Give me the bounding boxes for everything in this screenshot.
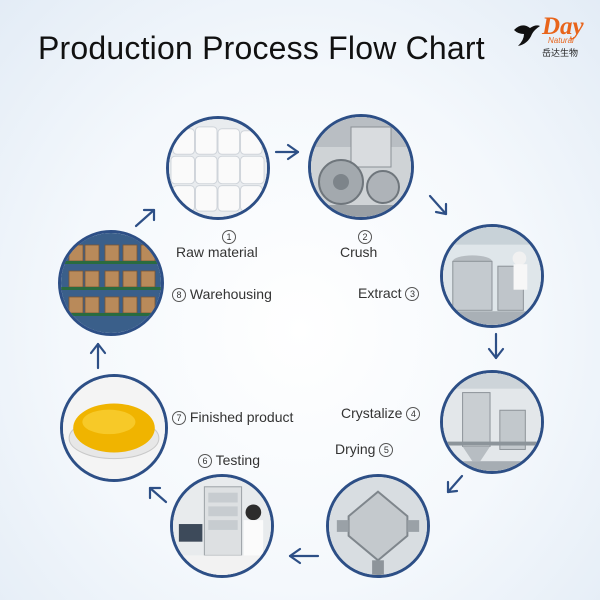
logo-subtitle: Natural bbox=[548, 36, 574, 45]
bird-icon bbox=[514, 25, 540, 46]
step-2-text: Crush bbox=[340, 244, 378, 261]
step-5-number: 5 bbox=[379, 443, 394, 458]
logo-wordmark: Day bbox=[542, 13, 584, 40]
step-1-number: 1 bbox=[222, 230, 236, 245]
step-2-number: 2 bbox=[358, 230, 372, 245]
step-5-text: Drying bbox=[335, 441, 376, 457]
arrow-7-to-8 bbox=[89, 342, 107, 370]
step-2-image bbox=[308, 114, 414, 220]
step-5-image bbox=[326, 474, 430, 578]
step-8-image bbox=[58, 230, 164, 336]
arrow-4-to-5 bbox=[446, 474, 464, 494]
step-1-image bbox=[166, 116, 270, 220]
step-7-text: Finished product bbox=[189, 409, 294, 425]
step-3-text: Extract bbox=[358, 285, 402, 301]
step-7-image bbox=[60, 374, 168, 482]
brand-logo: Day Natural 岳达生物 bbox=[512, 13, 588, 62]
step-6-label: 6 Testing bbox=[198, 452, 260, 469]
step-7-number: 7 bbox=[172, 411, 186, 426]
arrow-5-to-6 bbox=[288, 547, 320, 565]
arrow-2-to-3 bbox=[428, 194, 448, 216]
step-8-text: Warehousing bbox=[189, 286, 272, 302]
step-8-number: 8 bbox=[172, 288, 186, 303]
arrow-8-to-1 bbox=[134, 208, 156, 228]
step-4-number: 4 bbox=[406, 407, 421, 422]
step-3-label: Extract 3 bbox=[358, 285, 420, 302]
step-1-label: 1 Raw material bbox=[176, 228, 258, 260]
step-4-text: Crystalize bbox=[341, 405, 403, 421]
step-8-label: 8 Warehousing bbox=[172, 286, 272, 303]
step-7-label: 7 Finished product bbox=[172, 409, 294, 426]
step-4-image bbox=[440, 370, 544, 474]
step-3-number: 3 bbox=[405, 287, 420, 302]
step-3-image bbox=[440, 224, 544, 328]
arrow-6-to-7 bbox=[148, 486, 168, 504]
arrow-3-to-4 bbox=[487, 332, 505, 360]
step-6-text: Testing bbox=[215, 452, 260, 468]
step-5-label: Drying 5 bbox=[335, 441, 394, 458]
page-title: Production Process Flow Chart bbox=[38, 30, 485, 66]
logo-chinese-name: 岳达生物 bbox=[542, 49, 579, 59]
step-4-label: Crystalize 4 bbox=[341, 405, 421, 422]
step-6-number: 6 bbox=[198, 454, 212, 469]
arrow-1-to-2 bbox=[274, 143, 300, 161]
step-1-text: Raw material bbox=[176, 244, 258, 261]
step-2-label: 2 Crush bbox=[340, 228, 377, 260]
step-6-image bbox=[170, 474, 274, 578]
